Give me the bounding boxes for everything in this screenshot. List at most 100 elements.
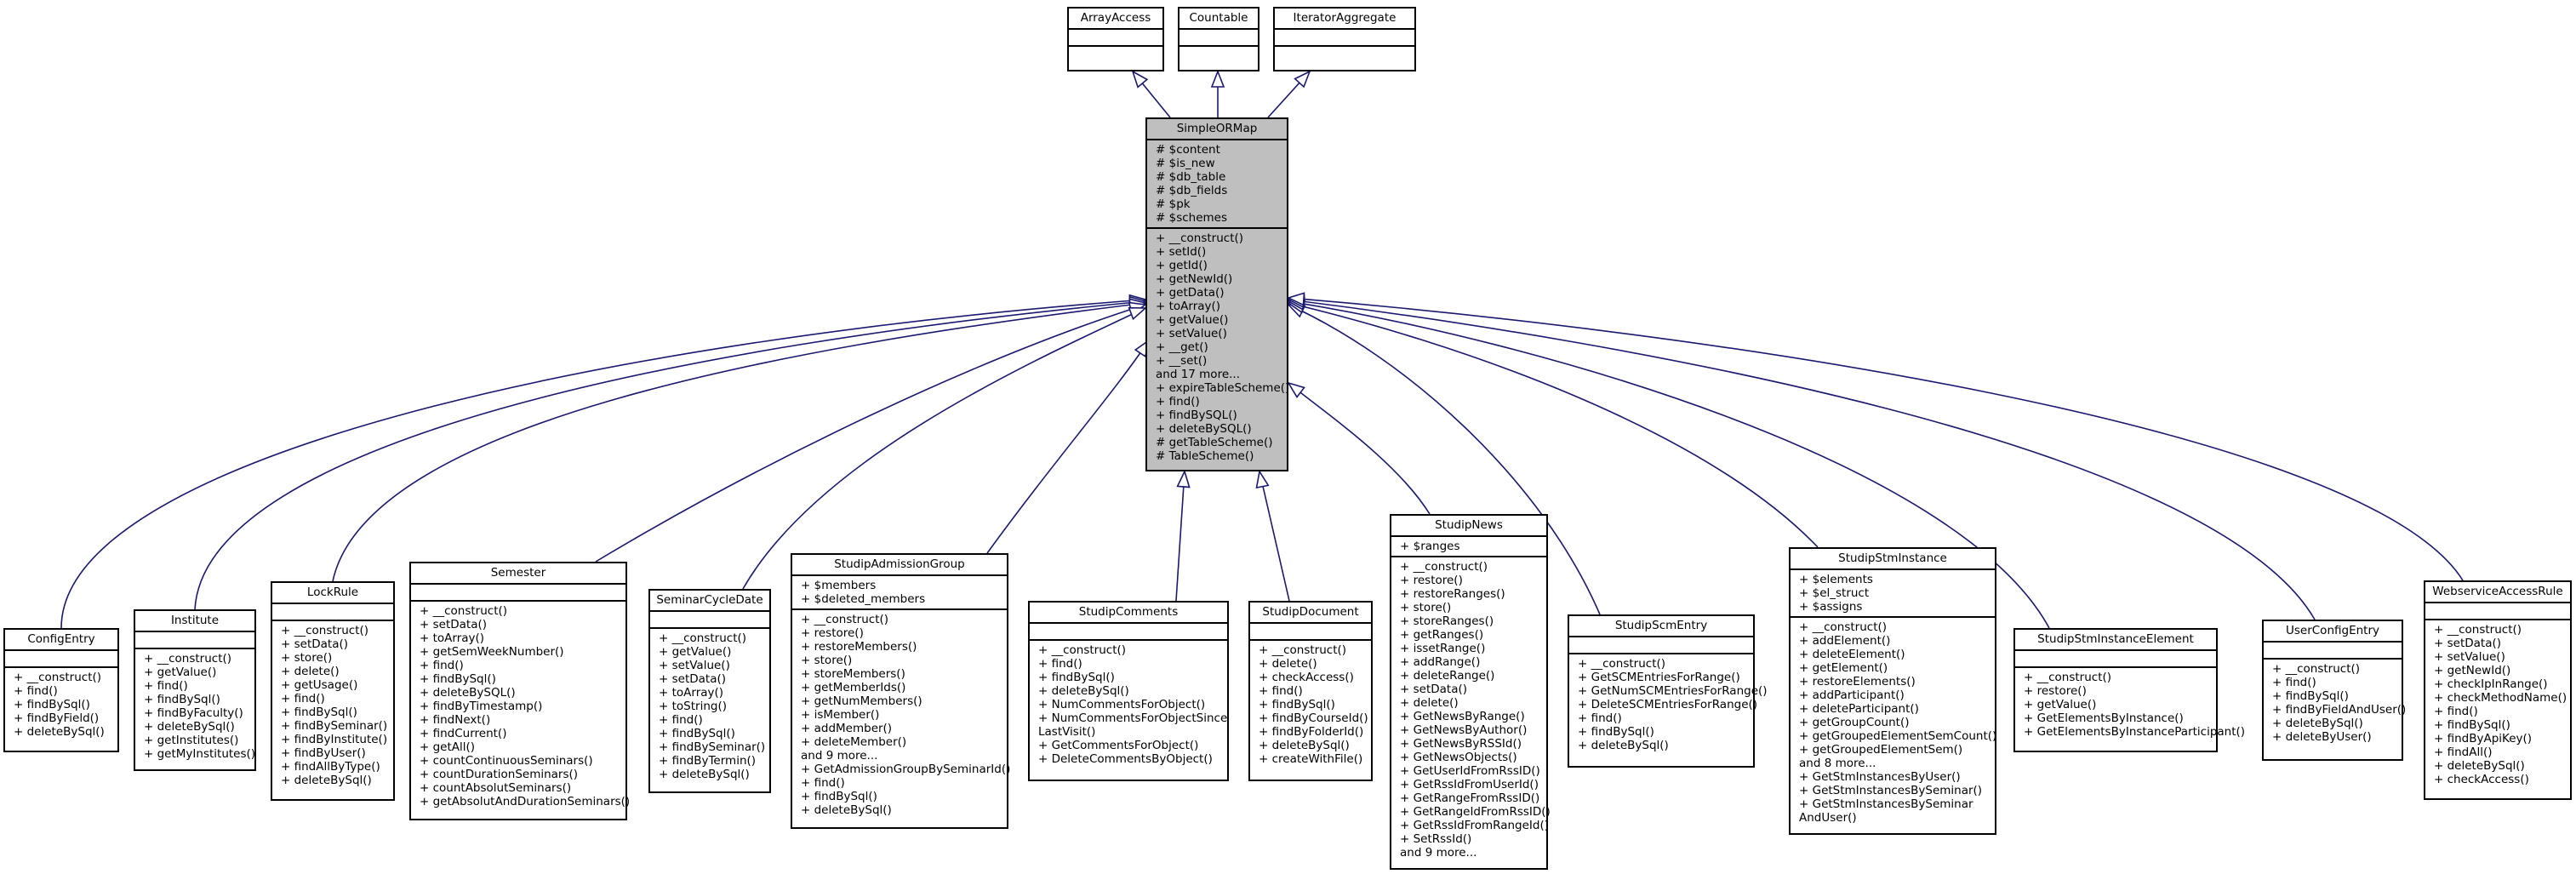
operation: + getMyInstitutes() bbox=[144, 747, 256, 761]
class-name: Semester bbox=[411, 563, 625, 585]
operations-section: + __construct()+ restore()+ restoreMembe… bbox=[792, 610, 1010, 820]
operation: + getValue() bbox=[659, 645, 732, 659]
operations-section: + __construct()+ setId()+ getId()+ getNe… bbox=[1147, 229, 1289, 466]
class-name: StudipStmInstance bbox=[1791, 549, 1995, 570]
class-box-studipstminstance[interactable]: StudipStmInstance+ $elements+ $el_struct… bbox=[1789, 547, 1996, 835]
class-box-studipstminstanceelement[interactable]: StudipStmInstanceElement+ __construct()+… bbox=[2013, 628, 2245, 752]
operation: + getGroupCount() bbox=[1799, 716, 1910, 729]
operations-section: + __construct()+ setData()+ setValue()+ … bbox=[2425, 620, 2570, 789]
class-box-countable[interactable]: Countable bbox=[1178, 7, 1259, 71]
attributes-section: + $members+ $deleted_members bbox=[792, 576, 1007, 610]
operation: + createWithFile() bbox=[1259, 752, 1363, 766]
operation: + restore() bbox=[801, 626, 864, 640]
attributes-section bbox=[2425, 603, 2570, 620]
operation: + __construct() bbox=[2434, 623, 2522, 637]
operation: + GetRangeIdFromRssID() bbox=[1400, 805, 1551, 819]
operation: + find() bbox=[659, 713, 703, 727]
operation: + __construct() bbox=[14, 671, 102, 684]
class-box-arrayaccess[interactable]: ArrayAccess bbox=[1067, 7, 1164, 71]
class-box-studipscmentry[interactable]: StudipScmEntry+ __construct()+ GetSCMEnt… bbox=[1568, 614, 1768, 768]
operation: + getSemWeekNumber() bbox=[420, 645, 564, 659]
attributes-section: + $ranges bbox=[1391, 537, 1546, 557]
class-name: StudipStmInstanceElement bbox=[2015, 630, 2216, 651]
operation: + SetRssId() bbox=[1400, 832, 1472, 846]
class-box-seminarcycledate[interactable]: SeminarCycleDate+ __construct()+ getValu… bbox=[648, 589, 771, 793]
operation: + deleteBySql() bbox=[659, 768, 750, 781]
class-name: LockRule bbox=[272, 583, 393, 604]
operation: + __construct() bbox=[1400, 560, 1488, 574]
class-box-lockrule[interactable]: LockRule+ __construct()+ setData()+ stor… bbox=[271, 581, 395, 801]
attribute: + $assigns bbox=[1799, 600, 1863, 614]
operation: + setValue() bbox=[659, 659, 730, 672]
operation: and 9 more... bbox=[1400, 846, 1477, 860]
operation: + GetNewsByRSSId() bbox=[1400, 737, 1522, 751]
operation: + __construct() bbox=[1038, 643, 1127, 657]
edge-webserviceaccessrule-simpleormap-arrowhead bbox=[1286, 292, 1305, 306]
operation: + findCurrent() bbox=[420, 727, 507, 740]
attributes-section bbox=[1569, 637, 1753, 654]
operation: + findByApiKey() bbox=[2434, 732, 2533, 745]
class-box-studipcomments[interactable]: StudipComments+ __construct()+ find()+ f… bbox=[1028, 601, 1229, 781]
operation: + find() bbox=[14, 684, 58, 698]
operation: + find() bbox=[144, 679, 188, 693]
operation: + find() bbox=[2434, 705, 2478, 718]
operation: + countAbsolutSeminars() bbox=[420, 781, 572, 795]
class-box-studipadmissiongroup[interactable]: StudipAdmissionGroup+ $members+ $deleted… bbox=[791, 553, 1010, 829]
edge-studipadmissiongroup-simpleormap bbox=[986, 340, 1150, 554]
operation: + __construct() bbox=[281, 624, 369, 637]
edge-userconfigentry-simpleormap bbox=[1288, 299, 2316, 620]
class-box-semester[interactable]: Semester+ __construct()+ setData()+ toAr… bbox=[409, 562, 630, 820]
class-box-webserviceaccessrule[interactable]: WebserviceAccessRule + __construct()+ set… bbox=[2424, 580, 2572, 800]
operation: + storeMembers() bbox=[801, 667, 905, 681]
operation: + GetRangeFromRssID() bbox=[1400, 791, 1540, 805]
attributes-section: + $elements+ $el_struct+ $assigns bbox=[1791, 570, 1995, 618]
operation: + toArray() bbox=[659, 686, 724, 700]
operation: + findAllByType() bbox=[281, 760, 380, 774]
operation: + deleteBySql() bbox=[2434, 759, 2525, 773]
operation: + getRanges() bbox=[1400, 628, 1484, 642]
edge-studipstminstance-simpleormap bbox=[1288, 302, 1819, 548]
operation: + delete() bbox=[1400, 696, 1459, 710]
operation: + findByField() bbox=[14, 711, 100, 725]
class-box-institute[interactable]: Institute+ __construct()+ getValue()+ fi… bbox=[134, 609, 256, 771]
class-box-configentry[interactable]: ConfigEntry + __construct()+ find() + find… bbox=[3, 628, 119, 752]
operation: # getTableScheme() bbox=[1156, 436, 1273, 449]
class-name: StudipScmEntry bbox=[1569, 616, 1753, 637]
class-name: ConfigEntry bbox=[5, 630, 117, 651]
operation: + findBySql() bbox=[2434, 718, 2510, 732]
operations-section: + __construct()+ addElement()+ deleteEle… bbox=[1791, 618, 1996, 827]
operation: + setData() bbox=[2434, 637, 2502, 650]
operation: + deleteElement() bbox=[1799, 648, 1905, 661]
operation: + getValue() bbox=[2024, 698, 2097, 711]
class-box-studipnews[interactable]: StudipNews+ $ranges+ __construct()+ rest… bbox=[1390, 514, 1551, 870]
attribute: + $el_struct bbox=[1799, 586, 1870, 600]
class-name: WebserviceAccessRule bbox=[2425, 582, 2570, 603]
operation: + getNewId() bbox=[2434, 664, 2511, 677]
attributes-section bbox=[5, 651, 117, 668]
edge-studipdocument-simpleormap bbox=[1259, 471, 1290, 602]
operation: + GetNewsByAuthor() bbox=[1400, 723, 1528, 737]
operation: + deleteBySql() bbox=[2272, 717, 2363, 730]
operation: + delete() bbox=[1259, 657, 1317, 671]
operation: + findByFolderId() bbox=[1259, 725, 1364, 739]
operation: + setData() bbox=[659, 672, 727, 686]
operation: + deleteBySql() bbox=[1259, 739, 1350, 752]
operation: + getElement() bbox=[1799, 661, 1888, 675]
attributes-section bbox=[2264, 643, 2402, 660]
operations-section: + __construct()+ getValue()+ find()+ fin… bbox=[135, 649, 256, 763]
attribute: + $deleted_members bbox=[801, 592, 926, 606]
class-box-studipdocument[interactable]: StudipDocument+ __construct()+ delete()+… bbox=[1248, 601, 1373, 781]
class-name: StudipAdmissionGroup bbox=[792, 555, 1007, 576]
operation: + findBySql() bbox=[1259, 698, 1335, 711]
class-box-userconfigentry[interactable]: UserConfigEntry+ __construct()+ find()+ … bbox=[2262, 620, 2406, 761]
operation: + getValue() bbox=[144, 665, 217, 679]
operation: + restoreElements() bbox=[1799, 675, 1916, 688]
class-box-simpleormap[interactable]: SimpleORMap# $content# $is_new# $db_tabl… bbox=[1145, 117, 1289, 471]
operations-section bbox=[1069, 47, 1162, 64]
class-box-iteratoraggregate[interactable]: IteratorAggregate bbox=[1273, 7, 1416, 71]
operation: + __get() bbox=[1156, 340, 1208, 354]
edge-studipscmentry-simpleormap bbox=[1288, 304, 1601, 615]
operation: + findByUser() bbox=[281, 746, 366, 760]
operation: + toArray() bbox=[420, 631, 485, 645]
operation: + __construct() bbox=[144, 652, 232, 665]
